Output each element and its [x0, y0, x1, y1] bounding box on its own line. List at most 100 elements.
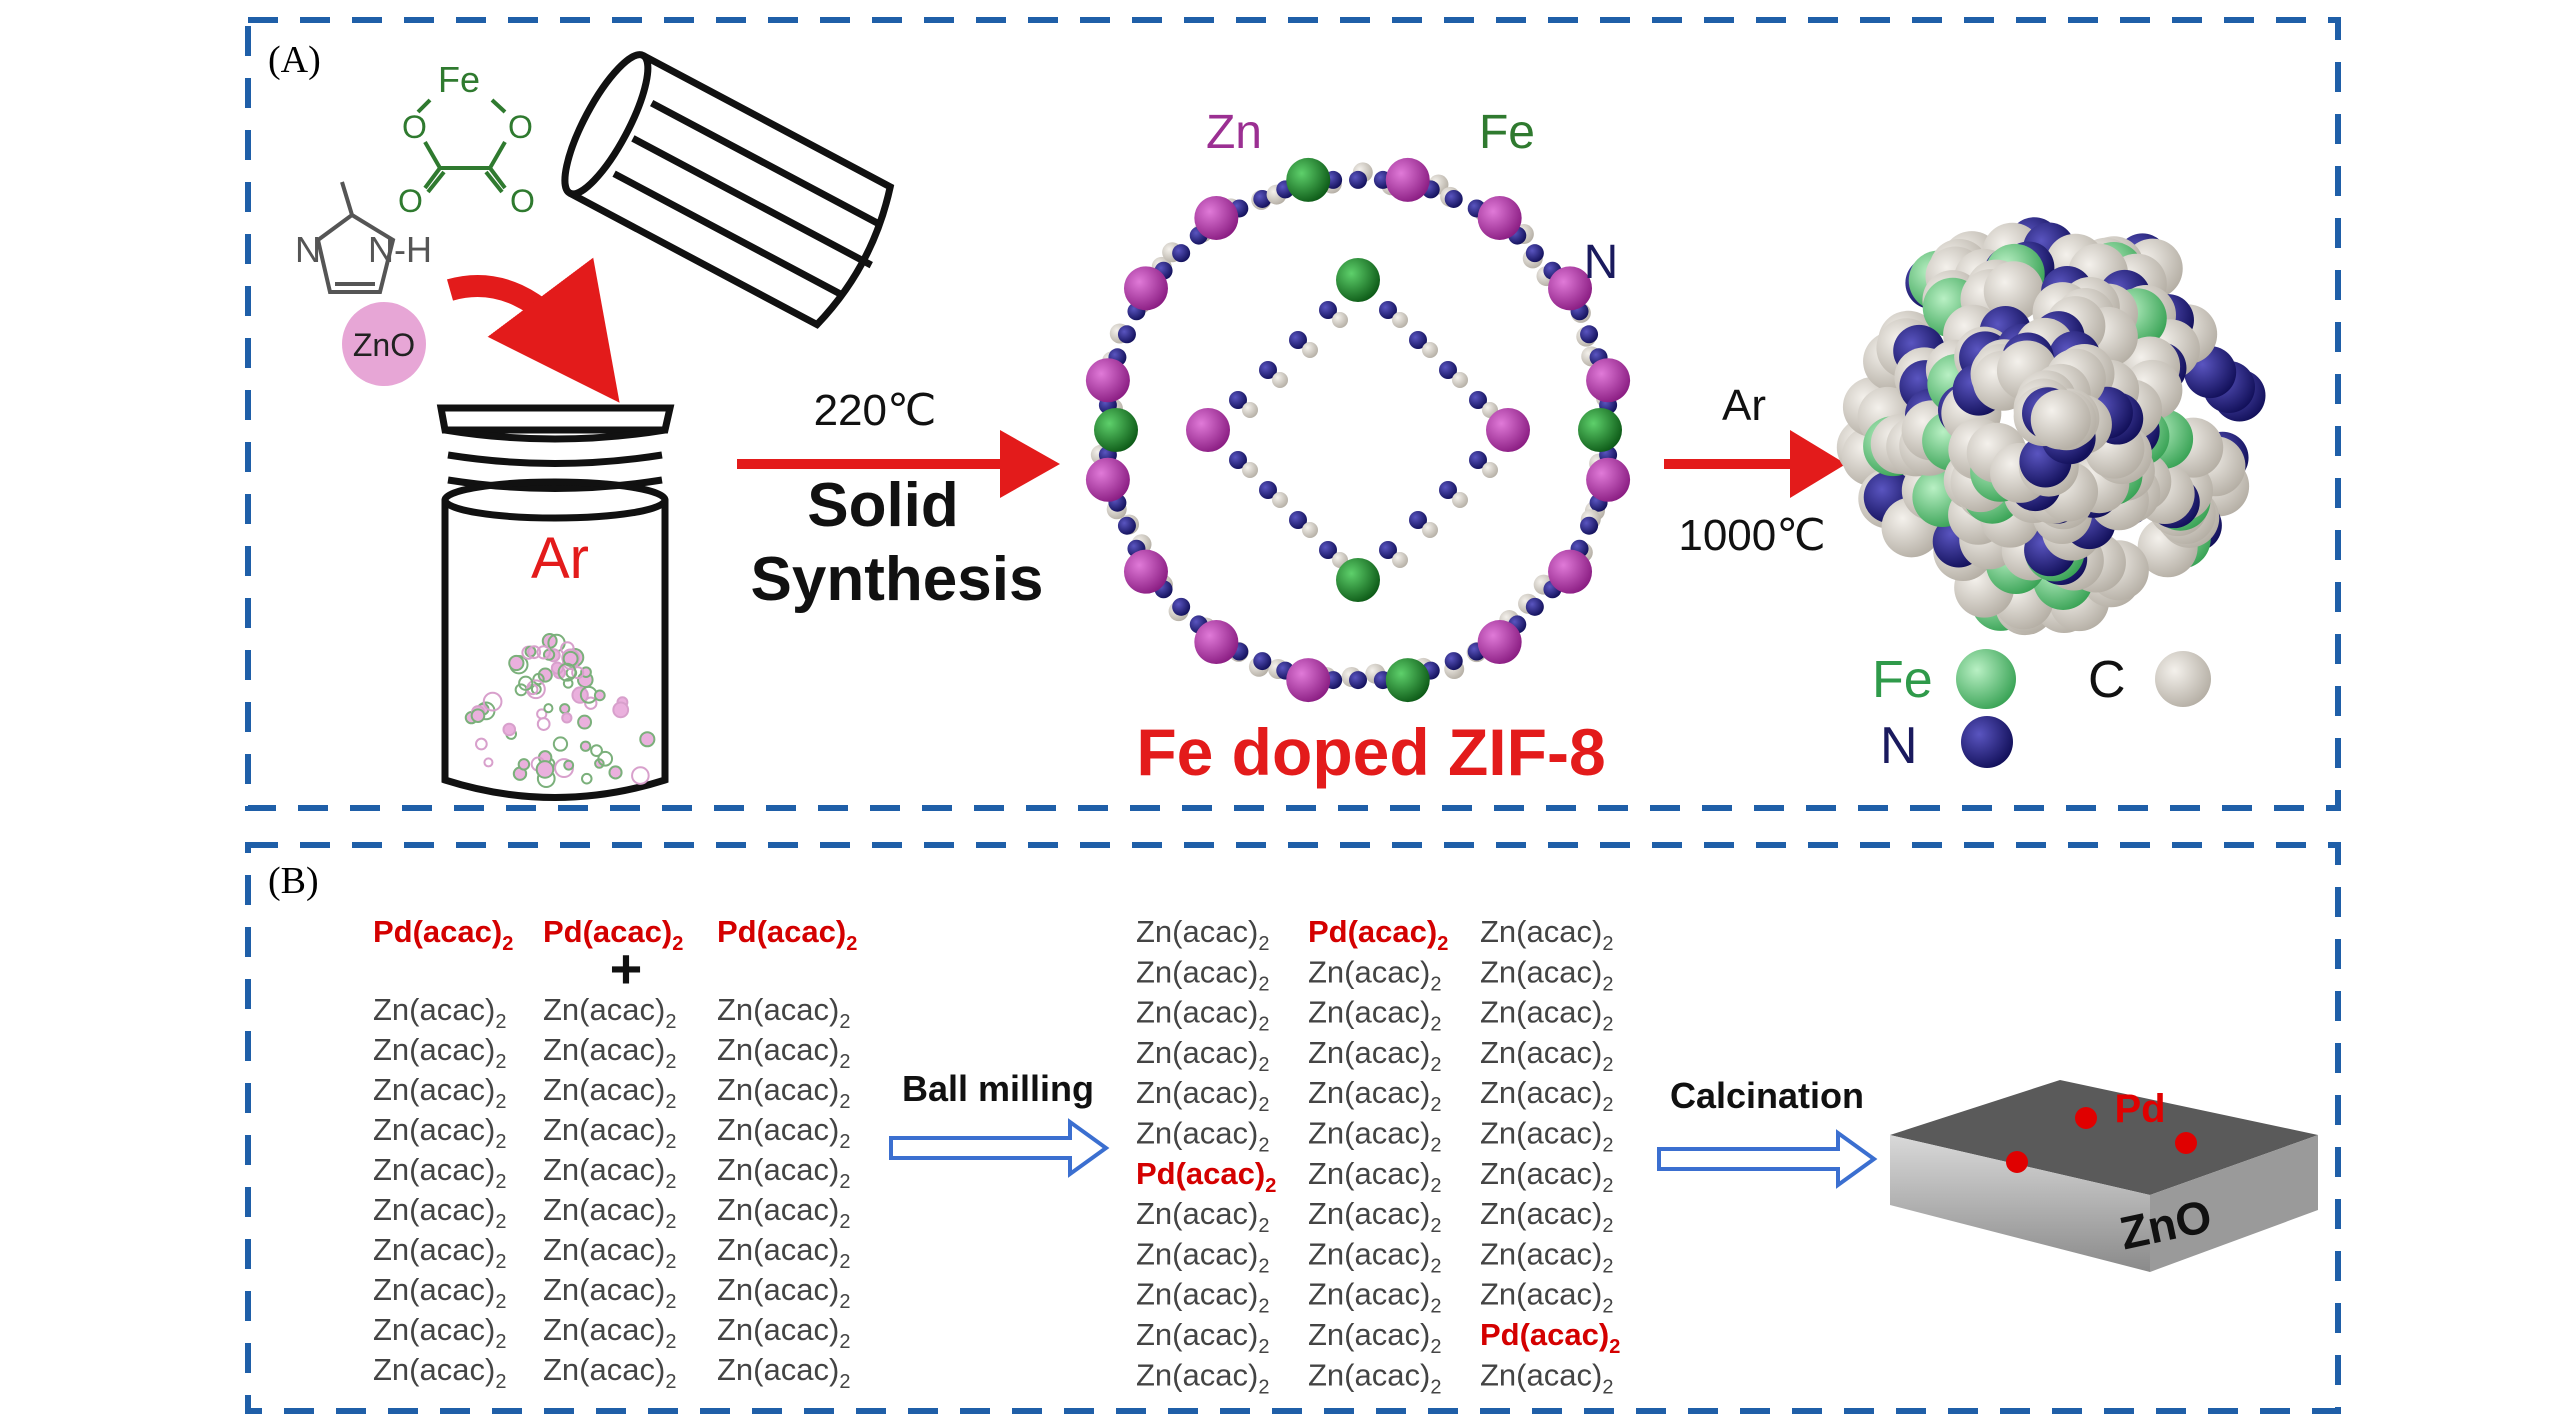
- pd-acac-formula: Pd(acac)2: [717, 914, 857, 955]
- zn-acac-formula: Zn(acac)2: [1480, 1035, 1613, 1076]
- carbon-atom: [1422, 522, 1438, 538]
- nitrogen-atom: [1525, 597, 1544, 616]
- powder-particle: [543, 703, 554, 714]
- zn-acac-formula: Zn(acac)2: [1308, 954, 1441, 995]
- nitrogen-atom: [1289, 331, 1307, 349]
- vial-powder: [464, 633, 656, 789]
- nitrogen-atom: [1379, 541, 1397, 559]
- powder-particle: [579, 740, 592, 752]
- step1-label-line2: Synthesis: [751, 545, 1044, 614]
- zn-acac-formula: Zn(acac)2: [1480, 1156, 1613, 1197]
- powder-particle: [508, 654, 525, 672]
- zn-atom: [1194, 620, 1239, 665]
- zn-acac-formula: Zn(acac)2: [373, 1152, 506, 1193]
- zn-acac-formula: Zn(acac)2: [1480, 1236, 1613, 1277]
- carbon-atom: [1272, 372, 1288, 388]
- zn-acac-formula: Zn(acac)2: [717, 1152, 850, 1193]
- nitrogen-atom: [1319, 541, 1337, 559]
- legend-fe-label: Fe: [1872, 651, 1933, 709]
- pd-acac-formula: Pd(acac)2: [1308, 914, 1448, 955]
- zn-acac-formula: Zn(acac)2: [1136, 914, 1269, 955]
- c-sphere: [2030, 389, 2091, 450]
- zn-acac-formula: Zn(acac)2: [1308, 1035, 1441, 1076]
- zn-acac-formula: Zn(acac)2: [373, 1352, 506, 1393]
- nitrogen-atom: [1379, 301, 1397, 319]
- powder-particle: [536, 645, 551, 660]
- zn-acac-formula: Zn(acac)2: [1480, 1116, 1613, 1157]
- nitrogen-atom: [1349, 170, 1367, 189]
- zn-acac-formula: Zn(acac)2: [373, 1032, 506, 1073]
- fe-oxalate-structure: Fe O O O O: [398, 59, 535, 219]
- zn-acac-formula: Zn(acac)2: [1308, 1116, 1441, 1157]
- plus-sign: +: [610, 937, 643, 1000]
- zn-acac-formula: Zn(acac)2: [1136, 1357, 1269, 1398]
- zn-acac-formula: Zn(acac)2: [1136, 954, 1269, 995]
- vial-icon: [436, 404, 675, 801]
- nitrogen-atom: [1259, 481, 1277, 499]
- zn-acac-formula: Zn(acac)2: [1308, 1277, 1441, 1318]
- zn-acac-formula: Zn(acac)2: [543, 1192, 676, 1233]
- zn-atom: [1286, 658, 1331, 703]
- zn-atom: [1548, 549, 1593, 594]
- zn-label: Zn: [1206, 106, 1262, 159]
- zn-atom: [1548, 266, 1593, 311]
- vial-cap-icon: [561, 51, 895, 329]
- zn-acac-formula: Zn(acac)2: [1308, 995, 1441, 1036]
- calcination-arrow: [1657, 1129, 1878, 1189]
- legend-n-label: N: [1880, 717, 1918, 775]
- powder-particle: [532, 672, 545, 686]
- powder-particle: [550, 661, 564, 675]
- powder-particle: [483, 757, 494, 768]
- legend-c-label: C: [2088, 651, 2126, 709]
- zn-acac-formula: Zn(acac)2: [373, 1112, 506, 1153]
- zn-acac-formula: Zn(acac)2: [543, 1032, 676, 1073]
- powder-particle: [597, 750, 614, 767]
- nitrogen-atom: [1439, 481, 1457, 499]
- zn-acac-formula: Zn(acac)2: [1136, 1075, 1269, 1116]
- panel-b-frame: [245, 842, 2341, 1414]
- powder-particle: [577, 714, 593, 730]
- zn-acac-formula: Zn(acac)2: [717, 1192, 850, 1233]
- pd-on-zno-product: Pd ZnO: [1890, 1080, 2318, 1272]
- pd-particle: [2006, 1151, 2028, 1173]
- powder-particle: [552, 736, 569, 752]
- step2-temperature: 1000℃: [1678, 511, 1825, 560]
- nitrogen-atom: [1409, 511, 1427, 529]
- nitrogen-atom: [1525, 244, 1544, 263]
- zn-acac-formula: Zn(acac)2: [373, 992, 506, 1033]
- zn-acac-formula: Zn(acac)2: [543, 1152, 676, 1193]
- step1-label-line1: Solid: [807, 471, 959, 540]
- carbon-atom: [1272, 492, 1288, 508]
- zno-particle: [342, 302, 426, 386]
- zn-acac-formula: Zn(acac)2: [373, 1192, 506, 1233]
- pd-particle: [2075, 1107, 2097, 1129]
- powder-particle: [502, 722, 517, 737]
- add-arrow-icon: [446, 257, 620, 403]
- 2-methylimidazole-structure: N N-H: [295, 181, 432, 294]
- zn-acac-formula: Zn(acac)2: [543, 1312, 676, 1353]
- zn-acac-formula: Zn(acac)2: [543, 1352, 676, 1393]
- legend: Fe C N: [1872, 649, 2211, 775]
- fe-atom: [1385, 658, 1430, 703]
- powder-particle: [584, 696, 598, 710]
- powder-particle: [563, 759, 575, 771]
- zn-acac-formula: Zn(acac)2: [373, 1272, 506, 1313]
- fe-doped-zif8-title: Fe doped ZIF-8: [1136, 715, 1605, 789]
- ball-milling-label: Ball milling: [902, 1068, 1094, 1109]
- zn-atom: [1477, 620, 1522, 665]
- nitrogen-atom: [1259, 361, 1277, 379]
- zn-atom: [1123, 266, 1168, 311]
- powder-particle: [527, 645, 542, 660]
- powder-particle: [562, 650, 579, 667]
- fe-atom-label: Fe: [438, 59, 480, 100]
- powder-particle: [631, 766, 650, 785]
- o-atom-label: O: [402, 109, 427, 145]
- zn-acac-formula: Zn(acac)2: [373, 1312, 506, 1353]
- powder-particle: [482, 691, 503, 712]
- nitrogen-atom: [1253, 652, 1272, 671]
- powder-particle: [537, 667, 553, 683]
- nh-atom-label: N-H: [368, 229, 432, 270]
- powder-particle: [593, 689, 606, 702]
